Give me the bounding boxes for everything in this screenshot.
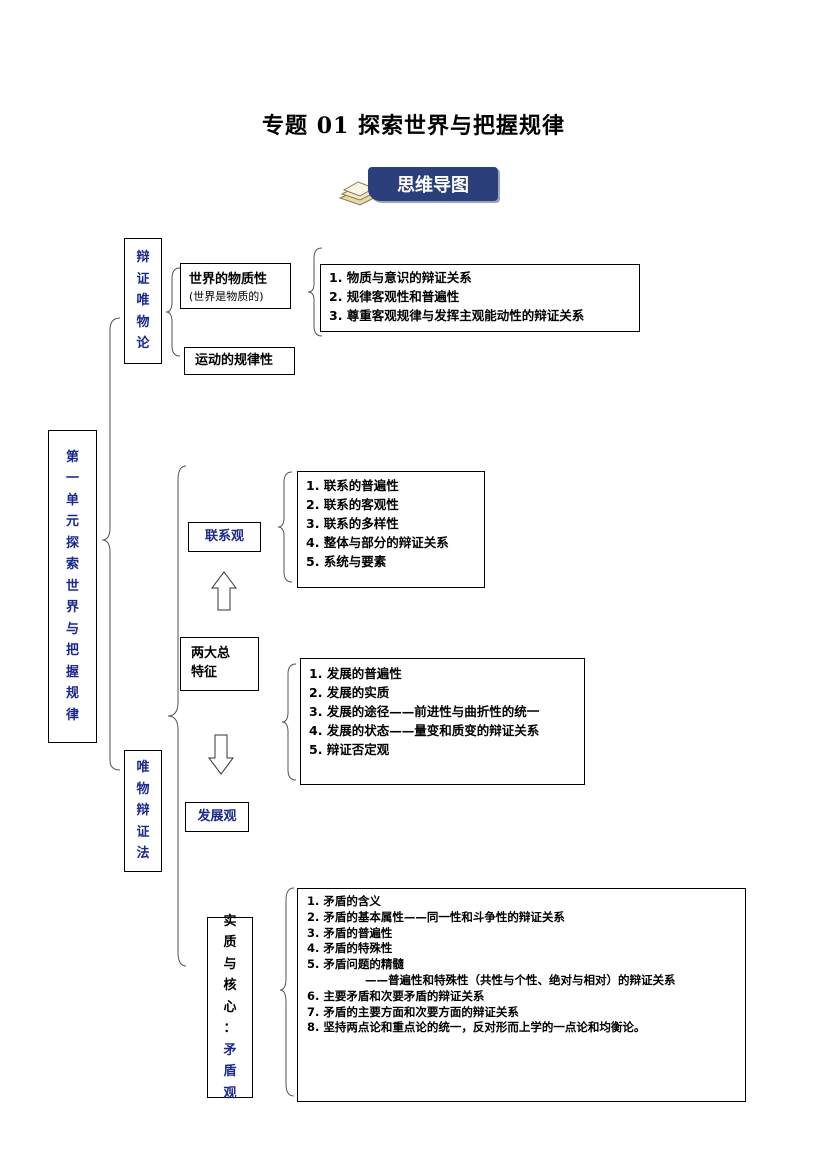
contradiction-item: 7. 矛盾的主要方面和次要方面的辩证关系 bbox=[307, 1004, 519, 1019]
page-title: 专题 01 探索世界与把握规律 bbox=[262, 113, 565, 139]
node1-item: 1. 物质与意识的辩证关系 bbox=[329, 270, 472, 285]
node-core-contradiction: 实质与核心： 矛盾观 bbox=[207, 914, 253, 1101]
node-connection: 联系观 bbox=[188, 522, 261, 552]
connection-brace bbox=[277, 471, 293, 583]
branch2-label: 唯物辩证法 bbox=[136, 760, 150, 862]
node-material-world-subtitle: (世界是物质的) bbox=[189, 290, 264, 303]
branch1-label: 辩证唯物论 bbox=[136, 250, 150, 352]
features-line-1: 两大总 bbox=[191, 646, 231, 661]
node1-items-box: 1. 物质与意识的辩证关系 2. 规律客观性和普遍性 3. 尊重客观规律与发挥主… bbox=[320, 264, 640, 332]
branch-materialist-dialectics: 唯物辩证法 bbox=[124, 750, 162, 872]
connection-item: 3. 联系的多样性 bbox=[306, 516, 399, 531]
development-item: 3. 发展的途径——前进性与曲折性的统一 bbox=[309, 704, 540, 719]
contradiction-item: 8. 坚持两点论和重点论的统一，反对形而上学的一点论和均衡论。 bbox=[307, 1020, 646, 1035]
contradiction-item: ——普遍性和特殊性（共性与个性、绝对与相对）的辩证关系 bbox=[365, 972, 676, 987]
up-arrow bbox=[211, 571, 237, 611]
development-brace bbox=[281, 663, 297, 781]
contradiction-items-box: 1. 矛盾的含义 2. 矛盾的基本属性——同一性和斗争性的辩证关系 3. 矛盾的… bbox=[297, 888, 746, 1102]
node-development: 发展观 bbox=[185, 802, 249, 832]
node-two-features: 两大总 特征 bbox=[180, 637, 259, 691]
development-item: 4. 发展的状态——量变和质变的辩证关系 bbox=[309, 723, 540, 738]
development-item: 1. 发展的普遍性 bbox=[309, 666, 402, 681]
development-item: 2. 发展的实质 bbox=[309, 685, 390, 700]
node1-brace bbox=[307, 247, 323, 337]
root-brace bbox=[101, 317, 121, 771]
down-arrow bbox=[208, 734, 234, 775]
contradiction-item: 4. 矛盾的特殊性 bbox=[307, 941, 393, 956]
branch-dialectical-materialism: 辩证唯物论 bbox=[124, 238, 162, 364]
branch2-brace bbox=[167, 465, 187, 967]
contradiction-item: 2. 矛盾的基本属性——同一性和斗争性的辩证关系 bbox=[307, 909, 565, 924]
node-motion-law: 运动的规律性 bbox=[184, 347, 295, 375]
connection-items-box: 1. 联系的普遍性 2. 联系的客观性 3. 联系的多样性 4. 整体与部分的辩… bbox=[297, 471, 485, 588]
contradiction-item: 5. 矛盾问题的精髓 bbox=[307, 957, 404, 972]
connection-item: 1. 联系的普遍性 bbox=[306, 478, 399, 493]
connection-item: 4. 整体与部分的辩证关系 bbox=[306, 535, 449, 550]
root-node: 第一单元探索世界与把握规律 bbox=[48, 430, 97, 743]
contradiction-brace bbox=[279, 887, 295, 1097]
contradiction-item: 6. 主要矛盾和次要矛盾的辩证关系 bbox=[307, 988, 485, 1003]
node-material-world-title: 世界的物质性 bbox=[189, 272, 268, 287]
mindmap-badge: 思维导图 bbox=[368, 167, 498, 201]
core-label-bottom: 矛盾观 bbox=[223, 1042, 237, 1101]
branch1-brace bbox=[165, 267, 181, 357]
core-label-top: 实质与核心： bbox=[223, 913, 237, 1037]
connection-item: 2. 联系的客观性 bbox=[306, 497, 399, 512]
features-line-2: 特征 bbox=[191, 665, 218, 680]
contradiction-item: 1. 矛盾的含义 bbox=[307, 894, 381, 908]
node-material-world: 世界的物质性 (世界是物质的) bbox=[180, 263, 291, 309]
development-items-box: 1. 发展的普遍性 2. 发展的实质 3. 发展的途径——前进性与曲折性的统一 … bbox=[300, 658, 585, 785]
development-item: 5. 辩证否定观 bbox=[309, 742, 390, 757]
contradiction-item: 3. 矛盾的普遍性 bbox=[307, 925, 393, 940]
node1-item: 3. 尊重客观规律与发挥主观能动性的辩证关系 bbox=[329, 308, 585, 323]
connection-item: 5. 系统与要素 bbox=[306, 554, 387, 569]
root-label: 第一单元探索世界与把握规律 bbox=[65, 449, 79, 723]
node1-item: 2. 规律客观性和普遍性 bbox=[329, 289, 460, 304]
